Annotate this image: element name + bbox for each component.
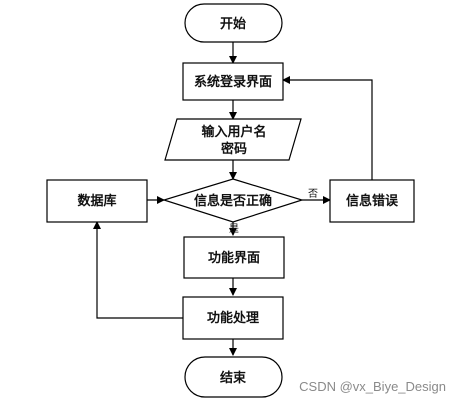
start-label: 开始 <box>220 16 246 32</box>
edge-label-yes: 是 <box>229 223 239 235</box>
flowchart-nodes <box>46 3 415 398</box>
function-ui-box <box>183 236 285 279</box>
flowchart-edges <box>93 42 373 356</box>
input-label-line2: 密码 <box>220 141 247 157</box>
edge-error-to-login <box>282 76 373 180</box>
database-box <box>46 179 148 223</box>
check-label: 信息是否正确 <box>194 193 272 209</box>
end-label: 结束 <box>220 370 247 386</box>
edge-label-no: 否 <box>308 188 318 200</box>
edge-process-to-database <box>93 221 183 319</box>
input-parallelogram <box>164 118 302 161</box>
start-terminal <box>184 3 283 43</box>
flowchart-labels: 开始 系统登录界面 输入用户名 密码 信息是否正确 数据库 信息错误 功能界面 … <box>77 16 446 394</box>
input-label-line1: 输入用户名 <box>201 124 266 140</box>
end-terminal <box>184 356 283 398</box>
login-label: 系统登录界面 <box>194 74 272 90</box>
process-box <box>182 296 284 340</box>
error-box <box>329 179 415 223</box>
database-label: 数据库 <box>77 193 116 209</box>
process-label: 功能处理 <box>207 310 259 326</box>
login-box <box>182 62 284 101</box>
function-ui-label: 功能界面 <box>208 250 260 266</box>
watermark: CSDN @vx_Biye_Design <box>299 379 446 394</box>
error-label: 信息错误 <box>346 193 399 209</box>
check-decision <box>161 178 305 223</box>
